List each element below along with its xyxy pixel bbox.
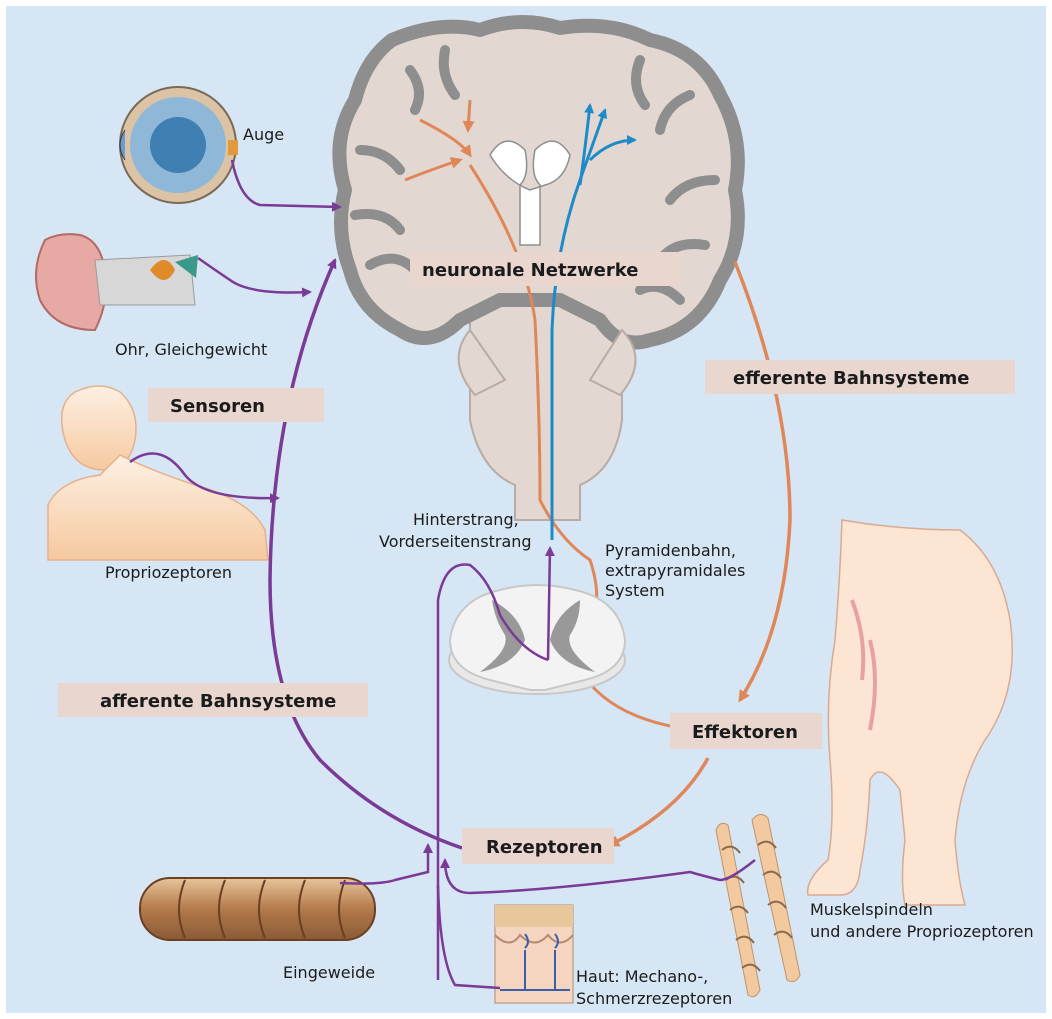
label-auge: Auge xyxy=(243,125,284,144)
label-netzwerke: neuronale Netzwerke xyxy=(422,260,638,281)
label-muskel-1: Muskelspindeln xyxy=(810,900,933,919)
label-ohr: Ohr, Gleichgewicht xyxy=(115,340,267,359)
label-haut-2: Schmerzrezeptoren xyxy=(576,989,732,1008)
label-sensoren: Sensoren xyxy=(170,396,265,417)
label-pyramiden-2: extrapyramidales xyxy=(605,561,745,580)
label-hinterstrang-1: Hinterstrang, xyxy=(413,510,519,529)
eye-illustration xyxy=(120,87,238,203)
label-afferente: afferente Bahnsysteme xyxy=(100,691,336,712)
label-rezeptoren: Rezeptoren xyxy=(486,837,603,858)
label-pyramiden-3: System xyxy=(605,581,665,600)
label-efferente: efferente Bahnsysteme xyxy=(733,368,969,389)
label-effektoren: Effektoren xyxy=(692,722,798,743)
label-muskel-2: und andere Propriozeptoren xyxy=(810,922,1034,941)
skin-section-illustration xyxy=(495,905,573,1003)
intestine-illustration xyxy=(140,878,375,940)
label-hinterstrang-2: Vorderseitenstrang xyxy=(379,532,532,551)
label-haut-1: Haut: Mechano-, xyxy=(576,967,708,986)
label-propriozeptoren: Propriozeptoren xyxy=(105,563,232,582)
label-pyramiden-1: Pyramidenbahn, xyxy=(605,541,736,560)
label-eingeweide: Eingeweide xyxy=(283,963,375,982)
spinal-cord-section xyxy=(449,585,625,694)
